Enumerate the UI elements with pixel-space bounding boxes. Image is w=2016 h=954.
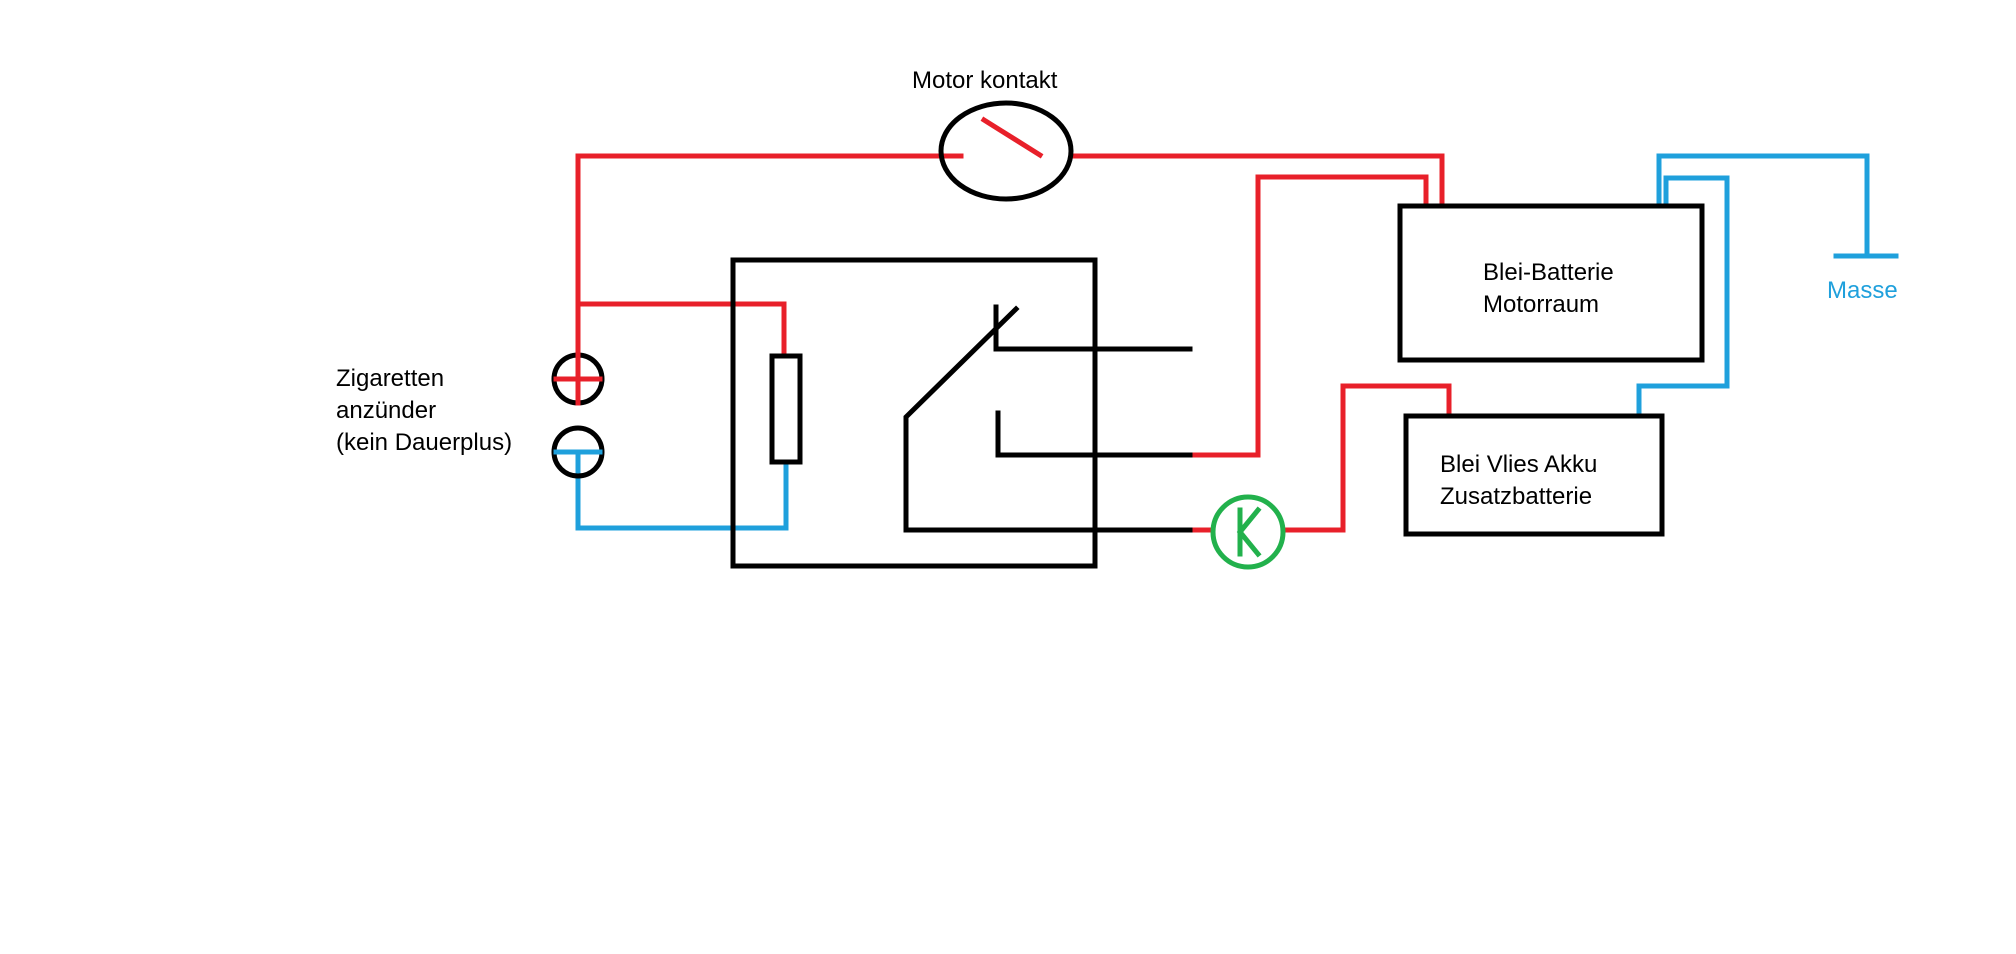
relay bbox=[730, 257, 1193, 569]
relay-armature bbox=[903, 305, 1193, 533]
relay-housing bbox=[730, 257, 1098, 569]
switch-icon bbox=[938, 100, 1074, 202]
lighter-label-line-2: anzünder bbox=[336, 397, 436, 424]
plus-terminal-icon bbox=[551, 352, 605, 406]
lead-battery-label-line-2: Motorraum bbox=[1483, 291, 1599, 318]
wire-agm-battery-to-ground bbox=[1636, 175, 1730, 419]
motor-contact-blade bbox=[980, 116, 1044, 159]
resistor-icon bbox=[769, 353, 803, 465]
lead-battery-box bbox=[1397, 203, 1705, 363]
wire-lead-battery-to-ground bbox=[1656, 153, 1870, 259]
agm-battery-box bbox=[1403, 413, 1665, 537]
diode-icon bbox=[1210, 494, 1286, 570]
wire-motor-contact-to-lead-battery bbox=[1069, 153, 1445, 209]
lead-battery-label-line-1: Blei-Batterie bbox=[1483, 259, 1614, 286]
wire-lighter-minus-to-coil bbox=[575, 449, 789, 531]
wire-relay-out-to-lead-battery bbox=[1187, 174, 1429, 458]
ground-label: Masse bbox=[1827, 277, 1898, 304]
minus-terminal-icon bbox=[551, 425, 605, 479]
lighter-label-line-1: Zigaretten bbox=[336, 365, 444, 392]
lighter-label-line-3: (kein Dauerplus) bbox=[336, 429, 512, 456]
positive-wires bbox=[575, 153, 1452, 533]
agm-battery-label-line-1: Blei Vlies Akku bbox=[1440, 451, 1597, 478]
negative-wires bbox=[575, 153, 1899, 531]
wire-lighter-to-motor-contact bbox=[575, 153, 964, 382]
agm-battery-label-line-2: Zusatzbatterie bbox=[1440, 483, 1592, 510]
wire-lighter-to-relay-coil bbox=[575, 301, 787, 359]
motor-contact-label: Motor kontakt bbox=[912, 67, 1058, 94]
wire-diode-to-agm-battery bbox=[1280, 383, 1452, 533]
motor-contact-body bbox=[938, 100, 1074, 202]
